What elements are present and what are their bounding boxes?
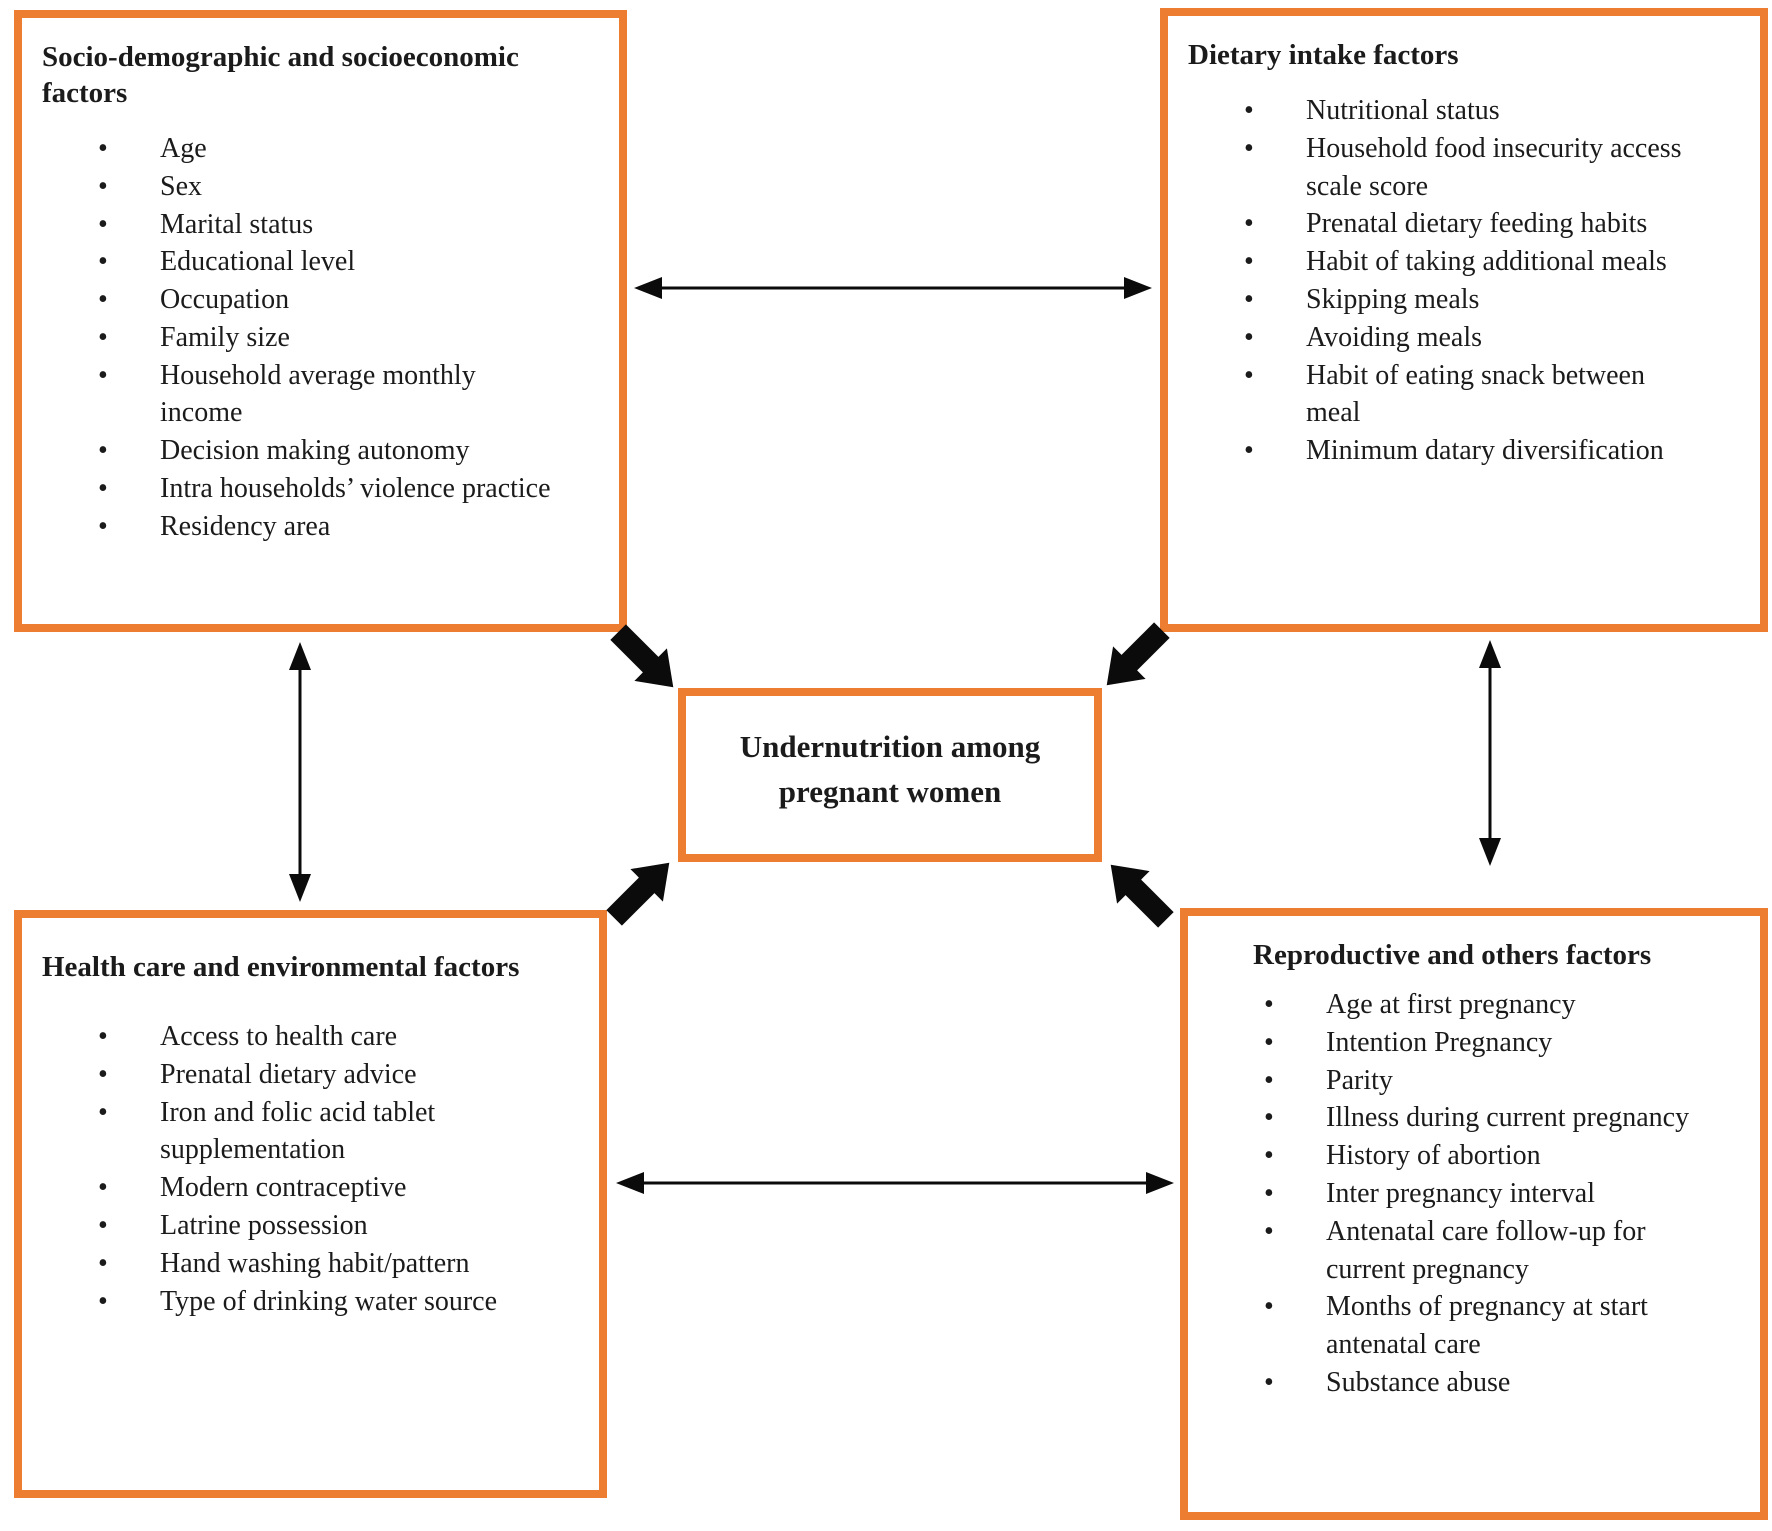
list-item: Household food insecurity access scale s… <box>1188 130 1740 206</box>
list-item: Illness during current pregnancy <box>1208 1099 1740 1137</box>
center-outcome-label: Undernutrition among pregnant women <box>739 729 1041 809</box>
list-item: Modern contraceptive <box>42 1169 579 1207</box>
list-item: Parity <box>1208 1062 1740 1100</box>
thick-arrow-health-to-center <box>606 862 670 926</box>
thick-arrow-socio-to-center <box>610 624 674 688</box>
list-item: Intention Pregnancy <box>1208 1024 1740 1062</box>
list-item: Prenatal dietary advice <box>42 1056 579 1094</box>
list-item: Residency area <box>42 508 599 546</box>
factor-list-dietary: Nutritional statusHousehold food insecur… <box>1188 92 1740 470</box>
list-item: Inter pregnancy interval <box>1208 1175 1740 1213</box>
box-title-dietary: Dietary intake factors <box>1188 39 1459 71</box>
thick-arrow-reproductive-to-center <box>1110 864 1174 928</box>
box-title-socio: Socio-demographic and socioeconomic fact… <box>42 41 519 109</box>
list-item: Type of drinking water source <box>42 1283 579 1321</box>
list-item: Iron and folic acid tablet supplementati… <box>42 1094 579 1170</box>
list-item: Access to health care <box>42 1018 579 1056</box>
list-item: Months of pregnancy at start antenatal c… <box>1208 1288 1740 1364</box>
list-item: Household average monthly income <box>42 357 599 433</box>
list-item: Latrine possession <box>42 1207 579 1245</box>
double-arrow-health-reproductive <box>616 1172 1174 1194</box>
thick-arrow-dietary-to-center <box>1106 622 1170 686</box>
list-item: Habit of taking additional meals <box>1188 243 1740 281</box>
list-item: Avoiding meals <box>1188 319 1740 357</box>
list-item: History of abortion <box>1208 1137 1740 1175</box>
factor-list-health: Access to health carePrenatal dietary ad… <box>42 1018 579 1320</box>
list-item: Sex <box>42 168 599 206</box>
list-item: Age <box>42 130 599 168</box>
factor-list-socio: AgeSexMarital statusEducational levelOcc… <box>42 130 599 546</box>
list-item: Antenatal care follow-up for current pre… <box>1208 1213 1740 1289</box>
box-title-repro: Reproductive and others factors <box>1253 939 1652 971</box>
list-item: Nutritional status <box>1188 92 1740 130</box>
list-item: Marital status <box>42 206 599 244</box>
box-socio-demographic-factors: Socio-demographic and socioeconomic fact… <box>14 10 627 632</box>
list-item: Minimum datary diversification <box>1188 432 1740 470</box>
list-item: Occupation <box>42 281 599 319</box>
list-item: Educational level <box>42 243 599 281</box>
list-item: Habit of eating snack between meal <box>1188 357 1740 433</box>
box-title-health: Health care and environmental factors <box>42 951 520 983</box>
list-item: Substance abuse <box>1208 1364 1740 1402</box>
box-dietary-intake-factors: Dietary intake factors Nutritional statu… <box>1160 8 1768 632</box>
double-arrow-socio-dietary <box>634 277 1152 299</box>
box-reproductive-factors: Reproductive and others factors Age at f… <box>1180 908 1768 1520</box>
double-arrow-socio-health <box>289 642 311 902</box>
center-outcome-box: Undernutrition among pregnant women <box>678 688 1102 862</box>
list-item: Intra households’ violence practice <box>42 470 599 508</box>
list-item: Hand washing habit/pattern <box>42 1245 579 1283</box>
list-item: Prenatal dietary feeding habits <box>1188 205 1740 243</box>
list-item: Skipping meals <box>1188 281 1740 319</box>
double-arrow-dietary-reproductive <box>1479 640 1501 866</box>
factor-list-repro: Age at first pregnancyIntention Pregnanc… <box>1208 986 1740 1402</box>
box-health-environmental-factors: Health care and environmental factors Ac… <box>14 910 607 1498</box>
list-item: Age at first pregnancy <box>1208 986 1740 1024</box>
list-item: Decision making autonomy <box>42 432 599 470</box>
list-item: Family size <box>42 319 599 357</box>
